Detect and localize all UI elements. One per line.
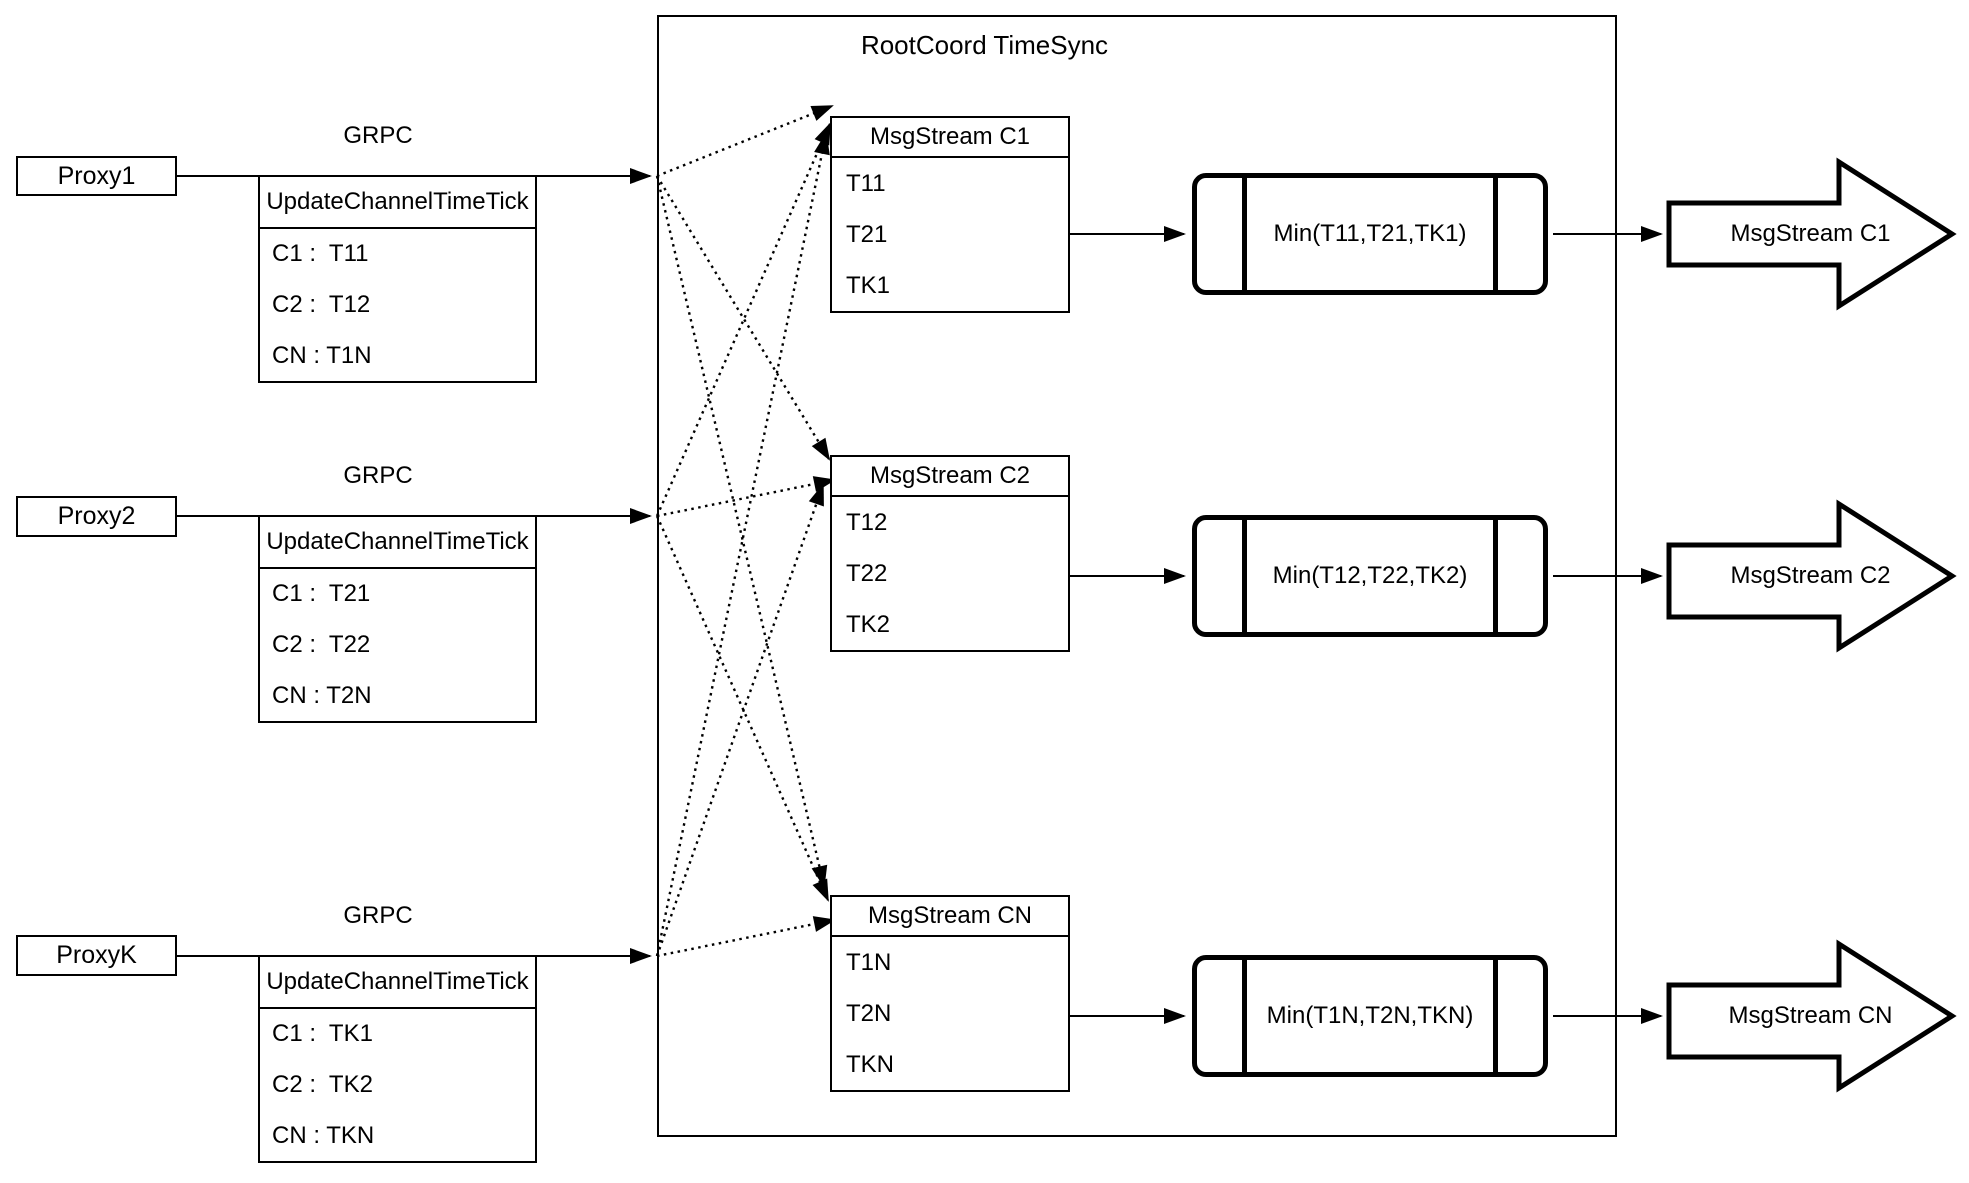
min-label: Min(T11,T21,TK1)	[1273, 220, 1467, 247]
fanout-arrow-p2-c1	[655, 122, 832, 517]
fanout-arrow-p2-c2	[656, 476, 836, 518]
min-label: Min(T1N,T2N,TKN)	[1266, 1002, 1474, 1029]
msgstream-row: T11	[846, 169, 886, 197]
tick-table-proxyk: UpdateChannelTimeTick C1 : TK1 C2 : TK2 …	[258, 955, 537, 1163]
output-arrow-shape-c1	[1666, 157, 1957, 311]
proxy2-box: Proxy2	[16, 496, 177, 537]
msgstream-row: T21	[846, 220, 888, 248]
tick-table-body: C1 : TK1 C2 : TK2 CN : TKN	[260, 1009, 535, 1161]
tick-table-proxy2: UpdateChannelTimeTick C1 : T21 C2 : T22 …	[258, 515, 537, 723]
msgstream-table-header: MsgStream C1	[832, 118, 1068, 158]
grpc-label: GRPC	[343, 462, 413, 489]
msgstream-table-body: T12 T22 TK2	[832, 497, 1068, 650]
msgstream-row: T22	[846, 559, 888, 587]
tick-table-header: UpdateChannelTimeTick	[260, 957, 535, 1009]
output-arrow-label-c2: MsgStream C2	[1730, 562, 1891, 589]
fanout-arrow-p1-c2	[655, 175, 831, 461]
proxyk-box: ProxyK	[16, 935, 177, 976]
tick-row: CN : TKN	[272, 1121, 375, 1149]
output-arrow-label-c1: MsgStream C1	[1730, 220, 1891, 247]
process-bar	[1242, 960, 1247, 1072]
msgstream-table-c2: MsgStream C2 T12 T22 TK2	[830, 455, 1070, 652]
msgstream-table-c1: MsgStream C1 T11 T21 TK1	[830, 116, 1070, 313]
msgstream-row: TK1	[846, 271, 891, 299]
msgstream-row: TKN	[846, 1050, 894, 1078]
process-bar	[1493, 520, 1498, 632]
process-bar	[1493, 960, 1498, 1072]
min-box-c1: Min(T11,T21,TK1)	[1192, 173, 1548, 295]
msgstream-row: T1N	[846, 948, 892, 976]
msgstream-table-header: MsgStream C2	[832, 457, 1068, 497]
tick-table-body: C1 : T21 C2 : T22 CN : T2N	[260, 569, 535, 721]
fanout-arrow-p1-cn	[655, 175, 828, 888]
fanout-arrow-p2-cn	[655, 515, 830, 902]
tick-table-header: UpdateChannelTimeTick	[260, 517, 535, 569]
tick-row: C1 : T21	[272, 580, 371, 608]
tick-row: C2 : T12	[272, 291, 371, 318]
tick-row: CN : T2N	[272, 681, 372, 709]
tick-table-body: C1 : T11 C2 : T12 CN : T1N	[260, 229, 535, 381]
fanout-arrow-pk-cn	[656, 916, 836, 958]
fanout-arrow-p1-c1	[656, 104, 834, 178]
output-arrow-shape-c2	[1666, 499, 1957, 653]
tick-row: C2 : T22	[272, 631, 371, 658]
grpc-label: GRPC	[343, 902, 413, 929]
msgstream-table-cn: MsgStream CN T1N T2N TKN	[830, 895, 1070, 1092]
tick-row: C1 : T11	[272, 240, 369, 268]
msgstream-row: T12	[846, 508, 888, 536]
tick-row: C1 : TK1	[272, 1020, 373, 1048]
fanout-arrow-pk-c2	[655, 483, 825, 957]
min-label: Min(T12,T22,TK2)	[1272, 562, 1468, 589]
process-bar	[1242, 178, 1247, 290]
tick-row: C2 : TK2	[272, 1071, 373, 1098]
msgstream-table-body: T1N T2N TKN	[832, 937, 1068, 1090]
msgstream-row: TK2	[846, 610, 891, 638]
msgstream-table-header: MsgStream CN	[832, 897, 1068, 937]
min-box-cn: Min(T1N,T2N,TKN)	[1192, 955, 1548, 1077]
output-arrow-shape-cn	[1666, 939, 1957, 1093]
output-arrow-label-cn: MsgStream CN	[1728, 1002, 1893, 1029]
proxy1-box: Proxy1	[16, 156, 177, 196]
process-bar	[1493, 178, 1498, 290]
msgstream-table-body: T11 T21 TK1	[832, 158, 1068, 311]
rootcoord-timesync-title: RootCoord TimeSync	[860, 30, 1109, 60]
tick-table-proxy1: UpdateChannelTimeTick C1 : T11 C2 : T12 …	[258, 175, 537, 383]
grpc-label: GRPC	[343, 122, 413, 149]
tick-table-header: UpdateChannelTimeTick	[260, 177, 535, 229]
tick-row: CN : T1N	[272, 341, 372, 369]
msgstream-row: T2N	[846, 999, 892, 1027]
min-box-c2: Min(T12,T22,TK2)	[1192, 515, 1548, 637]
process-bar	[1242, 520, 1247, 632]
